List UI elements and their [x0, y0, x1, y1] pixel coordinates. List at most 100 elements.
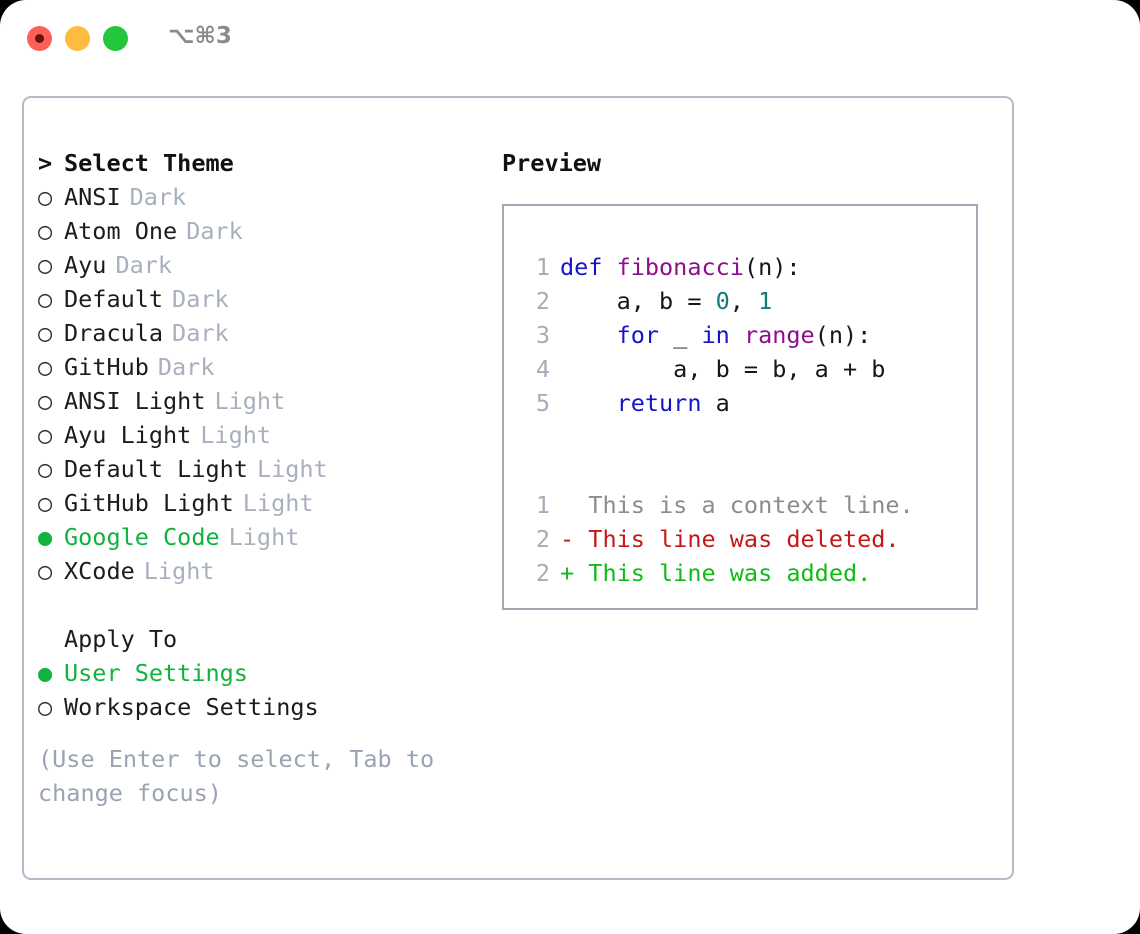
- line-number: 2: [535, 525, 550, 553]
- minimize-button-icon[interactable]: [65, 26, 90, 51]
- traffic-lights: [27, 26, 128, 51]
- code-blank-line: [520, 420, 976, 454]
- apply-to-workspace-settings[interactable]: ○ Workspace Settings: [38, 690, 478, 724]
- theme-picker-column: > Select Theme ○ ANSI Dark ○ Atom One Da…: [38, 146, 478, 810]
- theme-item-name: GitHub Light: [64, 489, 234, 517]
- code-token: range: [743, 321, 815, 349]
- theme-item-name: Dracula: [64, 319, 164, 347]
- diff-text: + This line was added.: [560, 559, 872, 587]
- code-line: 3 for _ in range(n):: [520, 318, 976, 352]
- radio-off-icon[interactable]: ○: [38, 285, 53, 313]
- radio-off-icon[interactable]: ○: [38, 693, 53, 721]
- theme-item-variant: Light: [242, 489, 314, 517]
- theme-item-default-light[interactable]: ○ Default Light Light: [38, 452, 478, 486]
- theme-item-name: XCode: [64, 557, 135, 585]
- apply-to-header: Apply To: [38, 622, 478, 656]
- main-panel: > Select Theme ○ ANSI Dark ○ Atom One Da…: [22, 96, 1014, 880]
- radio-off-icon[interactable]: ○: [38, 387, 53, 415]
- apply-to-option-label: Workspace Settings: [64, 693, 319, 721]
- theme-item-variant: Dark: [186, 217, 243, 245]
- theme-item-variant: Light: [214, 387, 286, 415]
- theme-list-header-label: Select Theme: [64, 149, 234, 177]
- code-line: 1 def fibonacci(n):: [520, 250, 976, 284]
- code-preview-panel: 1 def fibonacci(n): 2 a, b = 0, 1 3 for …: [502, 204, 978, 610]
- apply-to-user-settings[interactable]: ● User Settings: [38, 656, 478, 690]
- line-number: 2: [535, 287, 550, 315]
- theme-item-name: ANSI Light: [64, 387, 206, 415]
- preview-title: Preview: [502, 149, 602, 177]
- radio-off-icon[interactable]: ○: [38, 183, 53, 211]
- theme-item-google-code-light[interactable]: ● Google Code Light: [38, 520, 478, 554]
- code-blank-line: [520, 454, 976, 488]
- theme-item-xcode-light[interactable]: ○ XCode Light: [38, 554, 478, 588]
- radio-off-icon[interactable]: ○: [38, 251, 53, 279]
- theme-item-ansi-dark[interactable]: ○ ANSI Dark: [38, 180, 478, 214]
- theme-item-github-light[interactable]: ○ GitHub Light Light: [38, 486, 478, 520]
- apply-to-option-label: User Settings: [64, 659, 248, 687]
- theme-item-name: Atom One: [64, 217, 178, 245]
- code-line: 2 a, b = 0, 1: [520, 284, 976, 318]
- diff-text: - This line was deleted.: [560, 525, 900, 553]
- theme-item-variant: Dark: [129, 183, 187, 211]
- theme-item-name: ANSI: [64, 183, 121, 211]
- theme-item-variant: Dark: [172, 319, 229, 347]
- radio-off-icon[interactable]: ○: [38, 217, 53, 245]
- keyboard-shortcut-label: ⌥⌘3: [168, 23, 232, 49]
- code-token: 0: [715, 287, 730, 315]
- title-bar: ⌥⌘3: [0, 0, 1140, 78]
- theme-item-name: Default Light: [64, 455, 248, 483]
- code-token: fibonacci: [616, 253, 744, 281]
- code-token: ,: [729, 287, 759, 315]
- theme-item-ayu-dark[interactable]: ○ Ayu Dark: [38, 248, 478, 282]
- code-token: a, b = b, a + b: [560, 355, 886, 383]
- theme-item-variant: Light: [143, 557, 215, 585]
- theme-item-ansi-light[interactable]: ○ ANSI Light Light: [38, 384, 478, 418]
- line-number: 5: [535, 389, 550, 417]
- radio-off-icon[interactable]: ○: [38, 353, 53, 381]
- theme-item-default-dark[interactable]: ○ Default Dark: [38, 282, 478, 316]
- line-number: 2: [535, 559, 550, 587]
- diff-line-context: 1 This is a context line.: [520, 488, 976, 522]
- code-token: _: [659, 321, 702, 349]
- diff-text: This is a context line.: [560, 491, 914, 519]
- code-line: 4 a, b = b, a + b: [520, 352, 976, 386]
- close-button-icon[interactable]: [27, 26, 52, 51]
- radio-on-icon[interactable]: ●: [38, 659, 53, 687]
- theme-item-ayu-light[interactable]: ○ Ayu Light Light: [38, 418, 478, 452]
- radio-off-icon[interactable]: ○: [38, 489, 53, 517]
- line-number: 1: [535, 491, 550, 519]
- code-token: (n):: [814, 321, 872, 349]
- caret-icon: >: [38, 149, 53, 177]
- list-spacer: [38, 588, 478, 622]
- zoom-button-icon[interactable]: [103, 26, 128, 51]
- theme-item-atom-one-dark[interactable]: ○ Atom One Dark: [38, 214, 478, 248]
- theme-item-name: GitHub: [64, 353, 149, 381]
- preview-column: Preview 1 def fibonacci(n): 2 a, b = 0, …: [502, 146, 1002, 610]
- radio-off-icon[interactable]: ○: [38, 455, 53, 483]
- apply-to-header-label: Apply To: [64, 625, 178, 653]
- line-number: 3: [535, 321, 550, 349]
- code-token: a, b =: [560, 287, 716, 315]
- code-token: return: [616, 389, 702, 417]
- theme-item-github-dark[interactable]: ○ GitHub Dark: [38, 350, 478, 384]
- theme-list-header: > Select Theme: [38, 146, 478, 180]
- theme-item-variant: Dark: [115, 251, 173, 279]
- radio-on-icon[interactable]: ●: [38, 523, 53, 551]
- theme-item-variant: Dark: [157, 353, 215, 381]
- code-token: for: [616, 321, 660, 349]
- keyboard-hint-text: (Use Enter to select, Tab to change focu…: [38, 745, 435, 807]
- radio-off-icon[interactable]: ○: [38, 557, 53, 585]
- panel-columns: > Select Theme ○ ANSI Dark ○ Atom One Da…: [24, 98, 1012, 878]
- code-token: a: [701, 389, 730, 417]
- theme-item-dracula-dark[interactable]: ○ Dracula Dark: [38, 316, 478, 350]
- theme-item-name: Default: [64, 285, 164, 313]
- theme-item-name: Google Code: [64, 523, 220, 551]
- radio-off-icon[interactable]: ○: [38, 421, 53, 449]
- line-number: 4: [535, 355, 550, 383]
- theme-list: > Select Theme ○ ANSI Dark ○ Atom One Da…: [38, 146, 478, 724]
- diff-line-added: 2 + This line was added.: [520, 556, 976, 590]
- code-token: in: [701, 321, 730, 349]
- code-token: (n):: [743, 253, 801, 281]
- radio-off-icon[interactable]: ○: [38, 319, 53, 347]
- diff-line-deleted: 2 - This line was deleted.: [520, 522, 976, 556]
